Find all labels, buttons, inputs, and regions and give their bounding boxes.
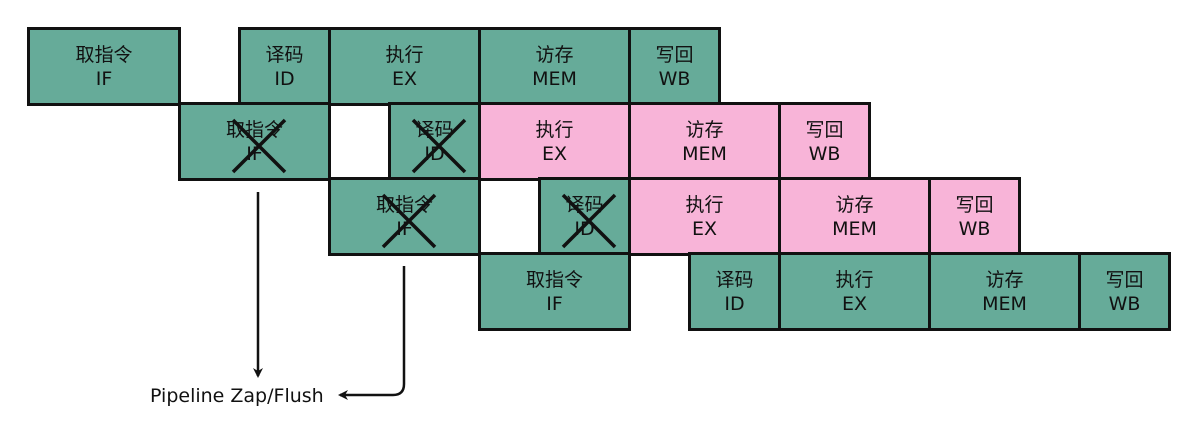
stage-label-cn: 执行 [535, 118, 574, 141]
stage-label-en: IF [246, 142, 263, 165]
stage-label-en: WB [958, 217, 991, 240]
stage-label-en: EX [691, 217, 718, 240]
stage-label-en: WB [1108, 292, 1141, 315]
stage-label-cn: 取指令 [225, 118, 283, 141]
stage-label-cn: 写回 [1105, 268, 1144, 291]
stage-label-en: IF [546, 292, 563, 315]
stage-label-en: MEM [682, 142, 727, 165]
stage-label-en: IF [95, 67, 113, 90]
stage-label-cn: 执行 [835, 268, 874, 291]
stage-label-en: WB [658, 67, 691, 90]
stage-label-cn: 写回 [955, 193, 994, 216]
stage-label-en: EX [541, 142, 568, 165]
stage-label-cn: 执行 [685, 193, 724, 216]
stage-label-en: ID [574, 217, 595, 240]
stage-label-en: MEM [532, 67, 577, 90]
stage-label-cn: 写回 [805, 118, 844, 141]
stage-label-en: MEM [832, 217, 877, 240]
stage-label-en: ID [274, 67, 295, 90]
stage-label-en: ID [724, 292, 745, 315]
stage-label-en: IF [396, 217, 413, 240]
stage-label-en: EX [391, 67, 418, 90]
stage-label-cn: 取指令 [525, 268, 583, 291]
stage-label-cn: 执行 [385, 43, 424, 66]
stage-label-en: ID [424, 142, 445, 165]
stage-label-cn: 访存 [535, 43, 574, 66]
stage-label-cn: 访存 [835, 193, 874, 216]
stage-label-en: EX [841, 292, 868, 315]
stage-label-cn: 译码 [715, 268, 754, 291]
flush-caption: Pipeline Zap/Flush [150, 385, 324, 407]
stage-label-cn: 写回 [655, 43, 694, 66]
stage-label-cn: 译码 [415, 118, 454, 141]
stage-label-cn: 译码 [265, 43, 304, 66]
stage-label-cn: 译码 [565, 193, 604, 216]
stage-label-en: MEM [982, 292, 1027, 315]
stage-label-cn: 访存 [685, 118, 724, 141]
stage-label-cn: 取指令 [75, 43, 133, 66]
stage-label-cn: 访存 [985, 268, 1024, 291]
stage-label-en: WB [808, 142, 841, 165]
stage-label-cn: 取指令 [375, 193, 433, 216]
